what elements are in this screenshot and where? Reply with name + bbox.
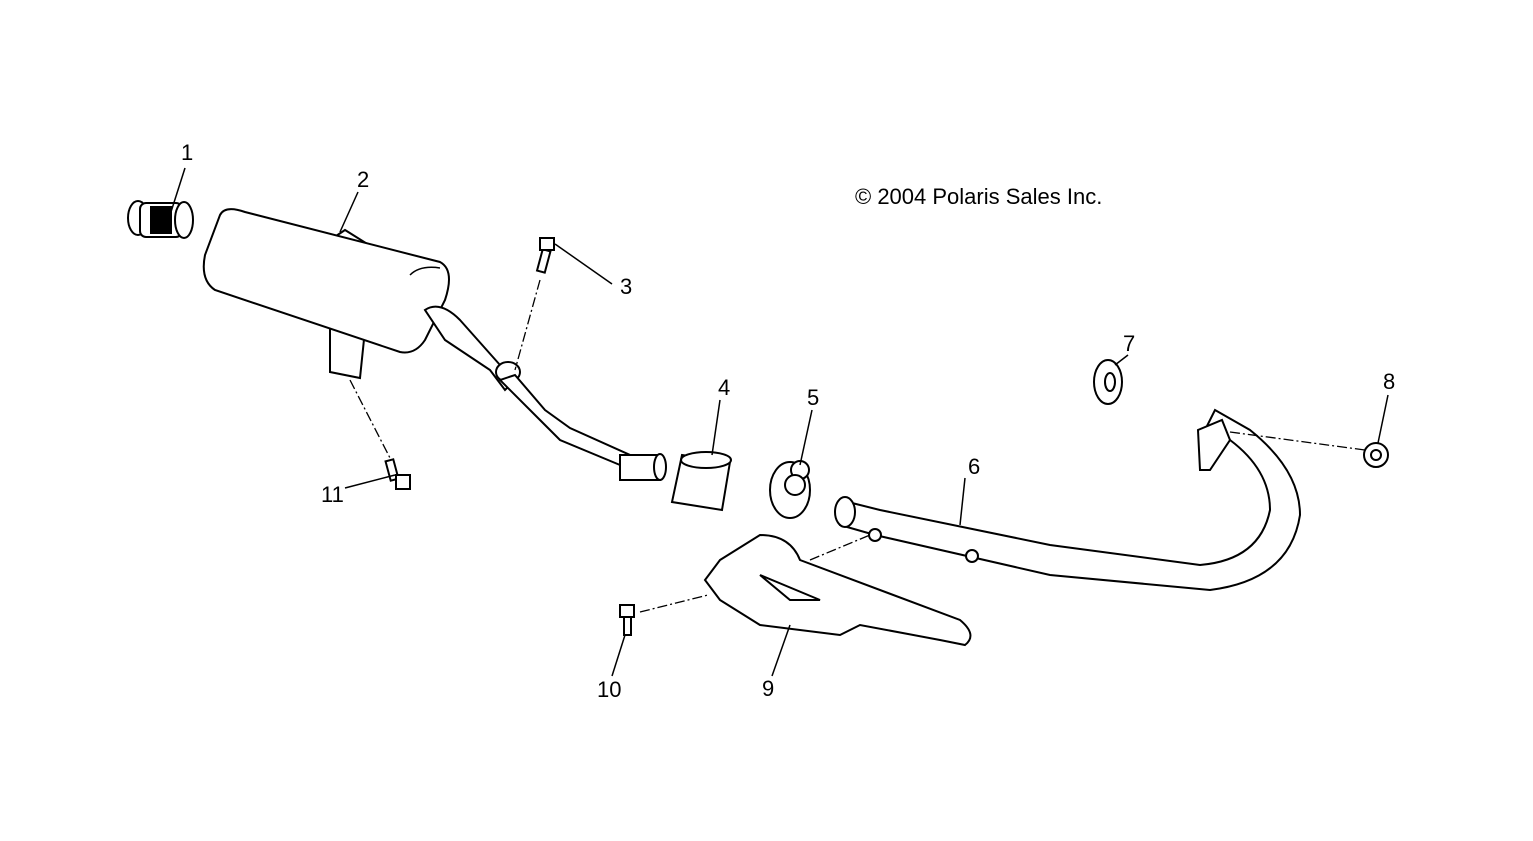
callout-11: 11	[321, 482, 344, 507]
part-10-bolt	[619, 604, 635, 636]
part-6-header-pipe	[834, 408, 1302, 592]
callout-2: 2	[357, 167, 370, 192]
callout-10: 10	[597, 677, 622, 702]
callout-6: 6	[968, 454, 981, 479]
part-7-gasket	[1093, 359, 1123, 405]
callout-1: 1	[181, 140, 194, 165]
callout-5: 5	[807, 385, 820, 410]
part-1-plug	[127, 200, 194, 239]
callout-9: 9	[762, 676, 775, 701]
copyright-text: © 2004 Polaris Sales Inc.	[855, 184, 1103, 209]
part-11-bolt	[384, 458, 411, 490]
part-2-muffler	[202, 208, 667, 481]
part-5-clamp	[769, 460, 811, 519]
part-4-sleeve	[670, 451, 732, 512]
callout-7: 7	[1123, 331, 1136, 356]
callout-3: 3	[620, 274, 633, 299]
part-9-heat-shield	[703, 533, 972, 647]
callout-8: 8	[1383, 369, 1396, 394]
part-3-bolt	[535, 237, 555, 274]
part-8-nut	[1363, 442, 1389, 468]
callout-4: 4	[718, 375, 731, 400]
